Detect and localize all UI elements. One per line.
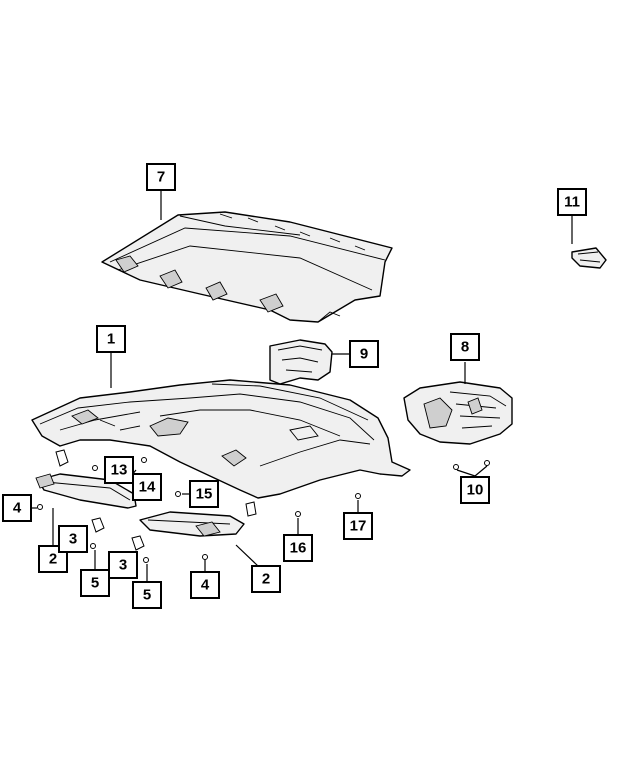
callout-1: 1 <box>96 325 126 353</box>
clip-part-1-left <box>55 449 69 467</box>
svg-text:5: 5 <box>143 587 151 604</box>
callout-2-left: 2 <box>38 545 68 573</box>
callout-4-left: 4 <box>2 494 32 522</box>
callout-16: 16 <box>283 534 313 562</box>
callout-5-left: 5 <box>80 569 110 597</box>
screw-4-left <box>37 504 43 510</box>
callout-5-right: 5 <box>132 581 162 609</box>
svg-text:11: 11 <box>564 194 580 211</box>
clip-part-3-right <box>131 535 145 551</box>
screw-10-right <box>484 460 490 466</box>
fasteners <box>37 449 490 563</box>
svg-text:5: 5 <box>91 575 99 592</box>
callout-3-left: 3 <box>58 525 88 553</box>
svg-text:1: 1 <box>107 331 115 348</box>
svg-text:10: 10 <box>467 482 484 499</box>
screw-14 <box>141 457 147 463</box>
clip-part-3-left <box>91 517 105 533</box>
screw-17 <box>355 493 361 499</box>
callout-10: 10 <box>460 476 490 504</box>
screw-13 <box>92 465 98 471</box>
svg-text:14: 14 <box>139 479 156 496</box>
screw-5-left <box>90 543 96 549</box>
callout-4-right: 4 <box>190 571 220 599</box>
svg-text:3: 3 <box>69 531 77 548</box>
callout-2-right: 2 <box>251 565 281 593</box>
svg-text:3: 3 <box>119 557 127 574</box>
screw-4-right <box>202 554 208 560</box>
svg-text:8: 8 <box>461 339 469 356</box>
leader-lines <box>31 191 573 582</box>
part-7-rear-roof-panel <box>101 211 393 323</box>
part-11-bracket <box>571 247 607 269</box>
svg-text:9: 9 <box>360 346 368 363</box>
part-2-sun-visor-right <box>139 511 245 537</box>
svg-text:16: 16 <box>290 540 307 557</box>
part-8-console-assembly <box>403 381 513 445</box>
svg-text:17: 17 <box>350 518 367 535</box>
part-1-headliner <box>31 379 411 499</box>
callout-7: 7 <box>146 163 176 191</box>
svg-text:15: 15 <box>196 486 213 503</box>
screw-16 <box>295 511 301 517</box>
callout-13: 13 <box>104 456 134 484</box>
screw-15 <box>175 491 181 497</box>
callout-9: 9 <box>349 340 379 368</box>
callout-3-right: 3 <box>108 551 138 579</box>
svg-text:4: 4 <box>13 500 22 517</box>
svg-text:2: 2 <box>262 571 270 588</box>
callout-14: 14 <box>132 473 162 501</box>
screw-5-right <box>143 557 149 563</box>
callout-11: 11 <box>557 188 587 216</box>
svg-text:7: 7 <box>157 169 165 186</box>
part-9-trim-bracket <box>269 339 333 385</box>
clip-part-1-right <box>245 501 257 517</box>
svg-text:2: 2 <box>49 551 57 568</box>
svg-text:4: 4 <box>201 577 210 594</box>
callout-17: 17 <box>343 512 373 540</box>
svg-text:13: 13 <box>111 462 128 479</box>
callout-8: 8 <box>450 333 480 361</box>
screw-10-left <box>453 464 459 470</box>
callout-15: 15 <box>189 480 219 508</box>
